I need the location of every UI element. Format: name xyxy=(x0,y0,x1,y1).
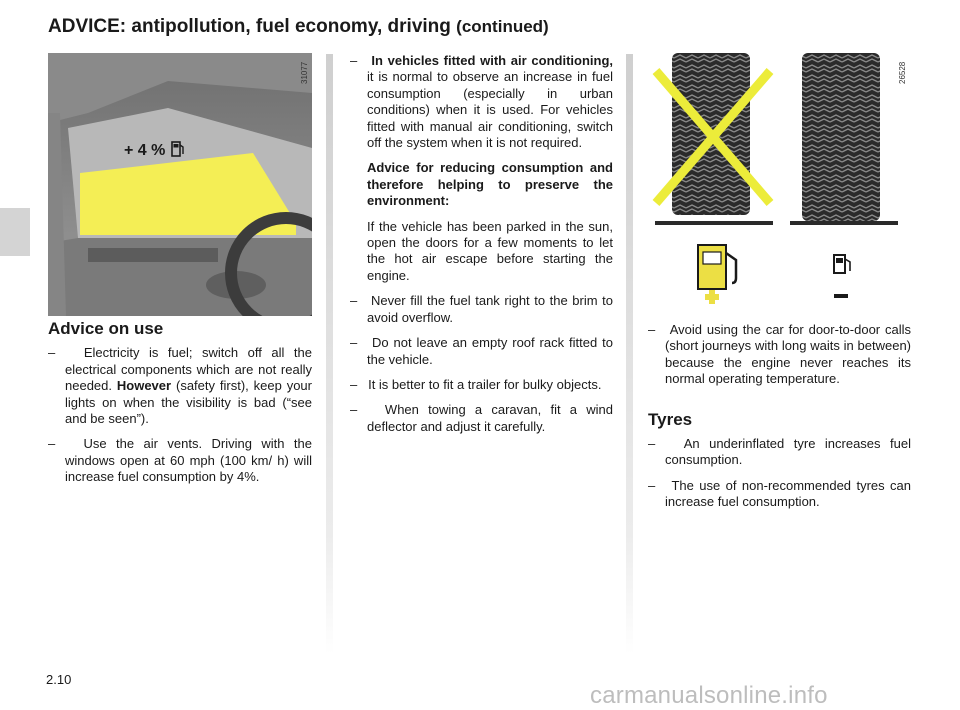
list-item: – Do not leave an empty roof rack fitted… xyxy=(350,335,613,367)
title-text: ADVICE: antipollution, fuel economy, dri… xyxy=(48,16,451,37)
tyre-figure-ref: 26528 xyxy=(898,61,907,84)
fuel-minus-icon xyxy=(833,254,851,298)
advice-heading: Advice for reducing consumption and ther… xyxy=(367,160,613,209)
list-item: – Avoid using the car for door-to-door c… xyxy=(648,322,911,387)
correct-tyre xyxy=(802,53,880,221)
left-column: Advice on use – Electricity is fuel; swi… xyxy=(48,319,312,495)
advice-on-use-heading: Advice on use xyxy=(48,319,164,338)
window-figure-ref: 31077 xyxy=(300,61,309,84)
list-item: – In vehicles fitted with air condi­tion… xyxy=(350,53,614,151)
window-callout: + 4 % xyxy=(124,139,185,162)
list-item: – An underinflated tyre increases fuel c… xyxy=(648,436,911,468)
car-window-illustration: + 4 % xyxy=(48,53,347,334)
fuel-pump-icon xyxy=(171,139,185,162)
column-divider-left xyxy=(326,54,333,654)
cross-icon xyxy=(652,68,774,206)
fuel-plus-icon xyxy=(697,244,738,304)
tyres-illustration xyxy=(650,53,912,310)
page-number: 2.10 xyxy=(46,672,72,687)
middle-column: – In vehicles fitted with air condi­tion… xyxy=(350,53,613,444)
right-column: – Avoid using the car for door-to-door c… xyxy=(648,322,911,520)
watermark: carmanualsonline.info xyxy=(590,682,828,709)
column-divider-right xyxy=(626,54,633,654)
list-item: – Use the air vents. Driving with the wi… xyxy=(48,436,312,485)
section-tab xyxy=(0,208,30,256)
title-suffix: (continued) xyxy=(456,17,549,36)
list-item: – The use of non-recommended tyres can i… xyxy=(648,477,911,510)
advice-text: If the vehicle has been parked in the su… xyxy=(367,218,613,283)
page-title: ADVICE: antipollution, fuel economy, dri… xyxy=(48,16,549,38)
callout-text: + 4 % xyxy=(124,141,166,159)
list-item: – Never fill the fuel tank right to the … xyxy=(350,293,613,325)
list-item: – When towing a caravan, fit a wind defl… xyxy=(350,402,613,434)
list-item: – It is better to fit a trailer for bulk… xyxy=(350,376,602,392)
list-item: – Electricity is fuel; switch off all th… xyxy=(48,345,312,427)
tyres-heading: Tyres xyxy=(648,409,693,429)
